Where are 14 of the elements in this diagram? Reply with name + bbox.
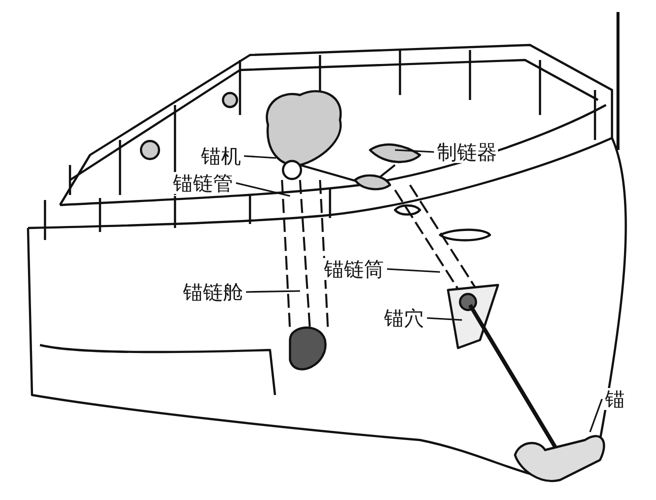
leader-line [394,149,434,153]
part-label: 锚链筒 [323,258,385,280]
part-label: 锚穴 [383,307,425,329]
part-label: 锚链管 [172,172,234,194]
part-label: 锚 [604,388,626,410]
leader-line [426,317,462,321]
part-label: 制链器 [436,141,498,163]
leader-line [236,182,290,197]
leader-line [589,398,603,432]
leader-line [386,268,440,273]
part-label: 锚链舱 [182,281,244,303]
leader-line [244,155,276,159]
leader-line [246,290,300,293]
part-label: 锚机 [200,145,242,167]
